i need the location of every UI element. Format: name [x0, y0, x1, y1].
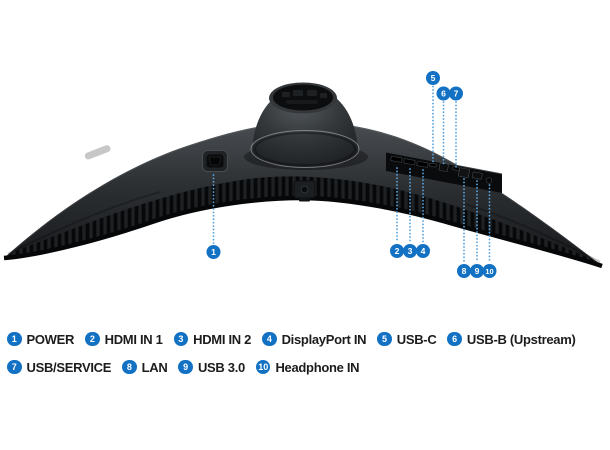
- callout-7-badge: [449, 86, 463, 101]
- legend-badge-7: 7: [7, 359, 22, 375]
- callout-10-number: 10: [485, 267, 493, 276]
- legend-item-power: 1 POWER: [7, 332, 74, 347]
- legend-badge-8: 8: [122, 359, 137, 375]
- callout-1-badge: [206, 245, 221, 259]
- dome-ring-shade: [254, 132, 356, 166]
- callout-10: 10: [482, 184, 497, 278]
- legend-item-usb-3: 9 USB 3.0: [178, 360, 245, 375]
- callout-7-number: 7: [454, 89, 459, 99]
- legend-item-headphone-in: 10 Headphone IN: [255, 359, 360, 375]
- legend-row-2: 7 USB/SERVICE 8 LAN 9 USB 3.0 10 Headpho…: [7, 353, 603, 381]
- legend-item-usb-b-upstream: 6 USB-B (Upstream): [447, 331, 576, 347]
- legend-label-hdmi-in-1: HDMI IN 1: [104, 331, 163, 347]
- callout-9: 9: [470, 180, 484, 278]
- legend-label-power: POWER: [26, 331, 75, 347]
- callout-4-badge: [416, 244, 430, 258]
- callout-3-badge: [403, 244, 417, 258]
- power-port: [202, 150, 228, 172]
- callout-4: 4: [416, 169, 430, 258]
- legend-label-usb-3: USB 3.0: [197, 359, 245, 375]
- legend-label-lan: LAN: [141, 359, 168, 375]
- headphone-in-port: [485, 177, 493, 184]
- legend-label-displayport-in: DisplayPort IN: [281, 331, 367, 347]
- bottom-center-clip: [293, 180, 316, 202]
- callout-4-number: 4: [421, 246, 426, 256]
- callout-8: 8: [457, 178, 471, 278]
- lan-port: [458, 167, 470, 178]
- callout-8-badge: [457, 264, 471, 278]
- usb-c-port: [429, 162, 437, 168]
- legend-item-displayport-in: 4 DisplayPort IN: [262, 331, 367, 347]
- callout-6: 6: [436, 86, 451, 167]
- legend-label-headphone-in: Headphone IN: [275, 359, 360, 375]
- legend-badge-9: 9: [178, 359, 193, 375]
- callout-5-badge: [426, 71, 440, 85]
- callout-9-badge: [470, 264, 484, 278]
- displayport-in-port: [416, 160, 429, 168]
- callout-5-number: 5: [431, 73, 436, 83]
- callout-6-number: 6: [441, 89, 446, 99]
- legend-label-hdmi-in-2: HDMI IN 2: [193, 331, 252, 347]
- callout-8-number: 8: [462, 266, 467, 276]
- port-legend: 1 POWER 2 HDMI IN 1 3 HDMI IN 2 4 Displa…: [7, 325, 603, 381]
- callout-5: 5: [426, 71, 440, 163]
- legend-badge-1: 1: [7, 331, 22, 347]
- callout-2-number: 2: [395, 246, 400, 256]
- left-crease: [7, 191, 161, 255]
- dome-silver-ring: [250, 130, 360, 168]
- dome-connector-slots: [282, 90, 327, 104]
- port-panel: [385, 151, 503, 193]
- legend-badge-2: 2: [85, 331, 100, 347]
- legend-badge-6: 6: [447, 331, 462, 347]
- legend-item-usb-c: 5 USB-C: [377, 331, 437, 347]
- hdmi-in-1-port: [390, 155, 403, 163]
- callout-2-badge: [390, 244, 404, 258]
- monitor-body: [3, 82, 603, 269]
- usb-3-port: [471, 171, 483, 180]
- callout-1: 1: [206, 174, 221, 259]
- legend-badge-5: 5: [377, 331, 392, 347]
- callout-2: 2: [390, 167, 404, 258]
- callout-3-number: 3: [408, 246, 413, 256]
- callout-3: 3: [403, 168, 417, 258]
- legend-label-usb-b-upstream: USB-B (Upstream): [466, 331, 576, 347]
- callout-1-number: 1: [211, 247, 216, 257]
- hdmi-in-2-port: [403, 158, 416, 166]
- callout-6-badge: [436, 86, 451, 101]
- legend-label-usb-c: USB-C: [396, 331, 437, 347]
- legend-badge-4: 4: [262, 331, 277, 347]
- left-surface-slot: [84, 145, 111, 160]
- legend-item-lan: 8 LAN: [122, 359, 168, 375]
- callout-10-badge: [482, 264, 497, 278]
- callout-7: 7: [449, 86, 463, 170]
- callout-overlay: 1 2 3 4 5: [206, 71, 497, 278]
- legend-label-usb-service: USB/SERVICE: [26, 359, 112, 375]
- legend-item-usb-service: 7 USB/SERVICE: [7, 360, 111, 375]
- legend-item-hdmi-in-2: 3 HDMI IN 2: [173, 331, 252, 347]
- callout-9-number: 9: [475, 266, 480, 276]
- legend-item-hdmi-in-1: 2 HDMI IN 1: [85, 331, 163, 347]
- legend-badge-10: 10: [255, 359, 271, 375]
- legend-badge-3: 3: [173, 331, 189, 347]
- legend-row-1: 1 POWER 2 HDMI IN 1 3 HDMI IN 2 4 Displa…: [7, 325, 603, 353]
